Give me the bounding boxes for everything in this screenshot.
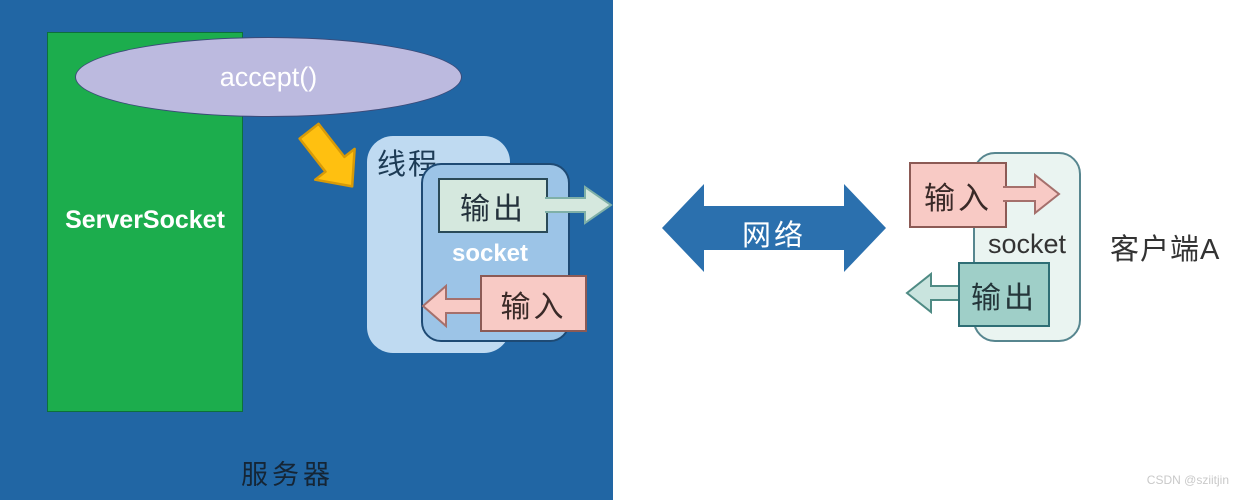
client-output-box: 输出	[958, 262, 1050, 327]
client-title: 客户端A	[1110, 234, 1221, 266]
accept-ellipse: accept()	[75, 37, 462, 117]
server-output-label: 输出	[460, 191, 526, 227]
server-input-box: 输入	[480, 275, 587, 332]
server-panel-label: 服务器	[241, 460, 334, 491]
client-output-arrow-icon	[905, 271, 961, 315]
server-output-box: 输出	[438, 178, 548, 233]
accept-label: accept()	[219, 61, 318, 92]
client-input-box: 输入	[909, 162, 1007, 228]
client-input-label: 输入	[924, 180, 992, 217]
client-input-arrow-icon	[1003, 172, 1061, 216]
accept-arrow-icon	[298, 122, 356, 188]
server-socket-label: socket	[451, 240, 529, 267]
serversocket-label: ServerSocket	[65, 206, 225, 234]
server-input-arrow-icon	[421, 283, 482, 329]
server-output-arrow-icon	[545, 185, 613, 225]
network-arrow-icon	[662, 184, 886, 272]
client-socket-label: socket	[987, 229, 1067, 259]
network-label: 网络	[741, 220, 806, 252]
watermark-text: CSDN @sziitjin	[1146, 473, 1229, 487]
client-output-label: 输出	[971, 280, 1037, 316]
server-input-label: 输入	[500, 289, 567, 325]
